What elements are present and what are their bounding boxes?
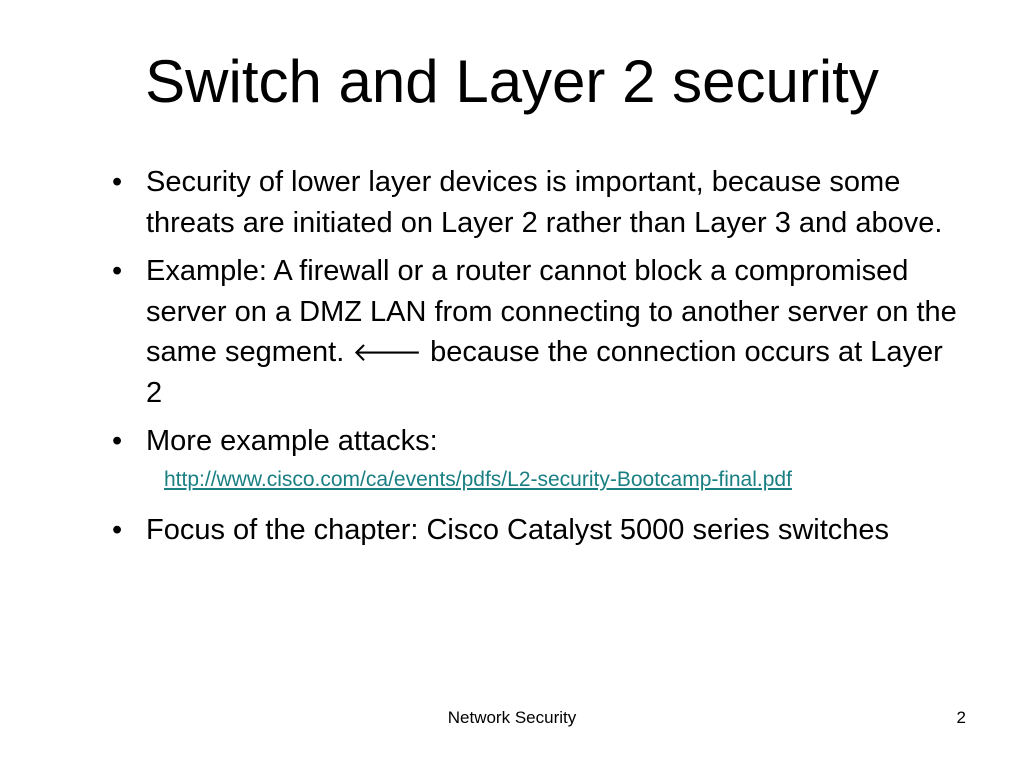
bullet-text: Focus of the chapter: Cisco Catalyst 500… (146, 513, 890, 546)
bullet-text-continued: because the connection occurs at Layer 2 (146, 336, 943, 409)
bullet-item-focus: • Focus of the chapter: Cisco Catalyst 5… (110, 510, 960, 551)
bullet-text: Security of lower layer devices is impor… (146, 166, 943, 239)
bullet-icon: • (112, 513, 123, 546)
bullet-item-more-attacks: • More example attacks: (110, 421, 960, 462)
bullet-text: More example attacks: (146, 425, 438, 457)
page-number: 2 (956, 708, 966, 727)
bullet-text: Example: A firewall or a router cannot b… (146, 255, 957, 368)
link-row: http://www.cisco.com/ca/events/pdfs/L2-s… (110, 466, 960, 494)
bullet-item-example: • Example: A firewall or a router cannot… (110, 251, 960, 413)
bullet-item-security: • Security of lower layer devices is imp… (110, 162, 960, 243)
bullet-icon: • (112, 166, 123, 198)
footer-label: Network Security (447, 708, 577, 727)
bullet-list: • Security of lower layer devices is imp… (110, 162, 960, 558)
left-arrow-icon: 🡐 (352, 337, 423, 367)
bullet-icon: • (112, 255, 123, 287)
slide-title: Switch and Layer 2 security (145, 48, 879, 115)
attacks-link[interactable]: http://www.cisco.com/ca/events/pdfs/L2-s… (164, 467, 792, 491)
bullet-icon: • (112, 425, 123, 457)
